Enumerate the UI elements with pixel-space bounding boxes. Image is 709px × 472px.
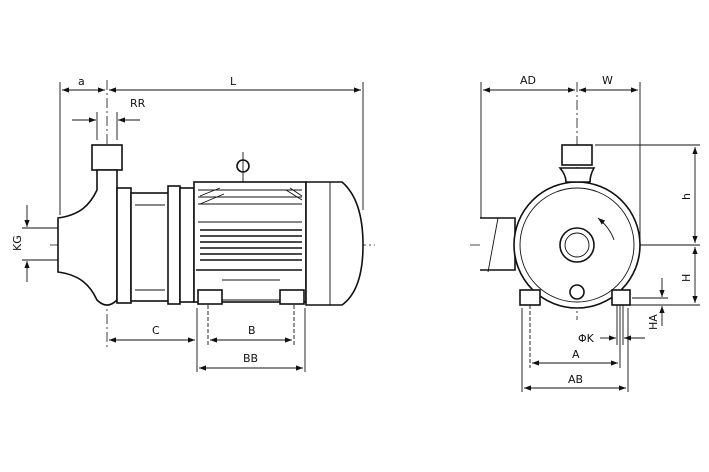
end-view: AD W h H HA ΦK A AB [470,74,700,392]
label-RR: RR [130,97,146,110]
motor-fins [196,229,302,271]
label-h: h [680,193,693,200]
end-outlet-nozzle [561,144,593,166]
end-foot-left [519,289,541,306]
label-H: H [680,274,693,282]
label-B: B [248,324,256,337]
end-foot-right [611,289,631,306]
label-HA: HA [647,314,660,330]
shaft-hub-inner [564,232,590,258]
side-view: a L RR KG C B BB [11,75,375,372]
label-A: A [572,348,580,361]
label-KG: KG [11,235,24,251]
label-AD: AD [520,74,536,87]
bracket [130,192,170,302]
inlet-flange-line [487,217,499,273]
foot-front [197,289,223,305]
flange-2 [179,187,195,303]
label-AB: AB [568,373,583,386]
motor-top-lines [198,189,302,223]
outlet-neck [558,167,596,183]
pump-cover [116,187,132,304]
label-a: a [78,75,85,88]
rotation-arrow-icon [597,217,615,241]
pump-volute [57,169,118,306]
label-W: W [602,74,613,87]
inlet-flange [480,217,516,271]
hatch [199,187,303,205]
label-L: L [230,75,237,88]
fan-cover [305,181,364,306]
label-K: ΦK [578,332,595,345]
flange [167,185,181,305]
label-BB: BB [243,352,258,365]
label-C: C [152,324,160,337]
outlet-nozzle [91,144,123,171]
volute-inner [519,187,635,303]
foot-rear [279,289,305,305]
drain-plug [569,284,585,300]
